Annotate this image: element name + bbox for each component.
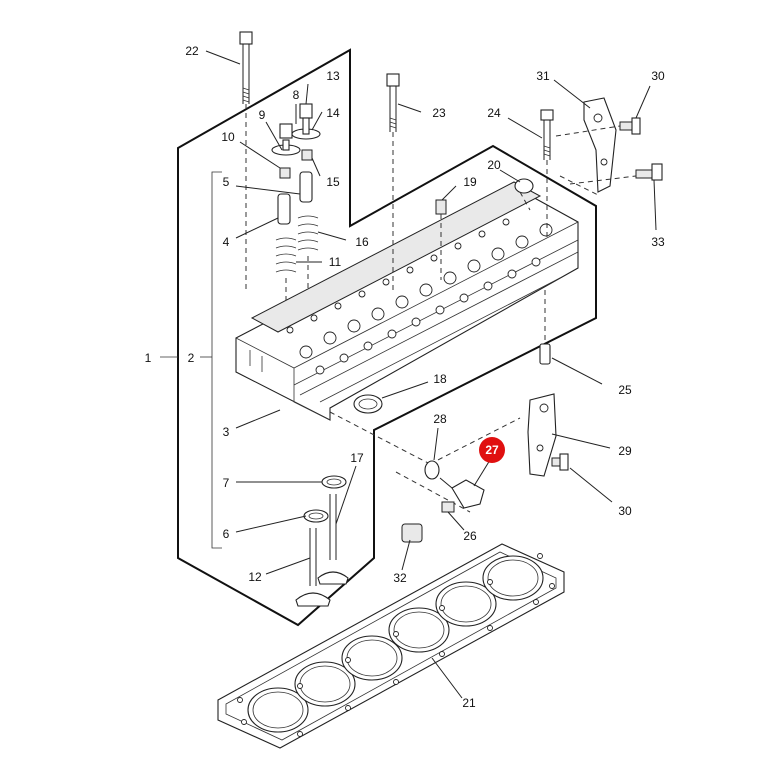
bolt-22 [239, 31, 253, 290]
callout-15: 15 [326, 175, 340, 189]
cylinder-head [235, 181, 579, 421]
bolt-24 [540, 109, 554, 240]
callout-31: 31 [536, 69, 550, 83]
callout-3: 3 [223, 425, 230, 439]
callout-21: 21 [462, 696, 476, 710]
callout-14: 14 [326, 106, 340, 120]
sensor-assembly [329, 411, 521, 543]
callout-20: 20 [487, 158, 501, 172]
stud-19 [435, 199, 447, 280]
callout-26: 26 [463, 529, 477, 543]
valve-train [271, 103, 321, 300]
bolt-23 [386, 73, 400, 290]
head-ports [286, 218, 553, 375]
group-brackets [160, 171, 222, 549]
valves [295, 475, 349, 607]
callout-30-bottom: 30 [618, 504, 632, 518]
gasket-bores [247, 555, 544, 733]
bracket-31 [555, 97, 641, 197]
callout-27-highlighted[interactable]: 27 [485, 443, 499, 457]
callout-2: 2 [188, 351, 195, 365]
callout-29: 29 [618, 444, 632, 458]
leader-lines [205, 50, 657, 699]
callout-33: 33 [651, 235, 665, 249]
bracket-29 [527, 393, 569, 477]
callout-1: 1 [145, 351, 152, 365]
callout-9: 9 [259, 108, 266, 122]
callout-4: 4 [223, 235, 230, 249]
callout-32: 32 [393, 571, 407, 585]
plug-20 [514, 178, 534, 211]
callout-17: 17 [350, 451, 364, 465]
callout-13: 13 [326, 69, 340, 83]
callout-18: 18 [433, 372, 447, 386]
callout-24: 24 [487, 106, 501, 120]
dowel-25 [539, 290, 551, 365]
callout-10: 10 [221, 130, 235, 144]
head-gasket [217, 543, 565, 749]
highlight-badge[interactable] [479, 437, 505, 463]
callout-labels: 1 2 3 4 5 6 7 8 9 10 11 12 13 14 15 16 1… [145, 44, 665, 710]
callout-22: 22 [185, 44, 199, 58]
callout-25: 25 [618, 383, 632, 397]
callout-7: 7 [223, 476, 230, 490]
gasket-holes [237, 553, 555, 737]
callout-5: 5 [223, 175, 230, 189]
callout-23: 23 [432, 106, 446, 120]
assembly-frame [177, 48, 597, 627]
port-cover [353, 394, 383, 414]
callout-8: 8 [293, 88, 300, 102]
callout-16: 16 [355, 235, 369, 249]
callout-19: 19 [463, 175, 477, 189]
callout-28: 28 [433, 412, 447, 426]
callout-30-top: 30 [651, 69, 665, 83]
callout-6: 6 [223, 527, 230, 541]
callout-12: 12 [248, 570, 262, 584]
bolt-33 [569, 163, 663, 185]
callout-11: 11 [329, 255, 342, 269]
